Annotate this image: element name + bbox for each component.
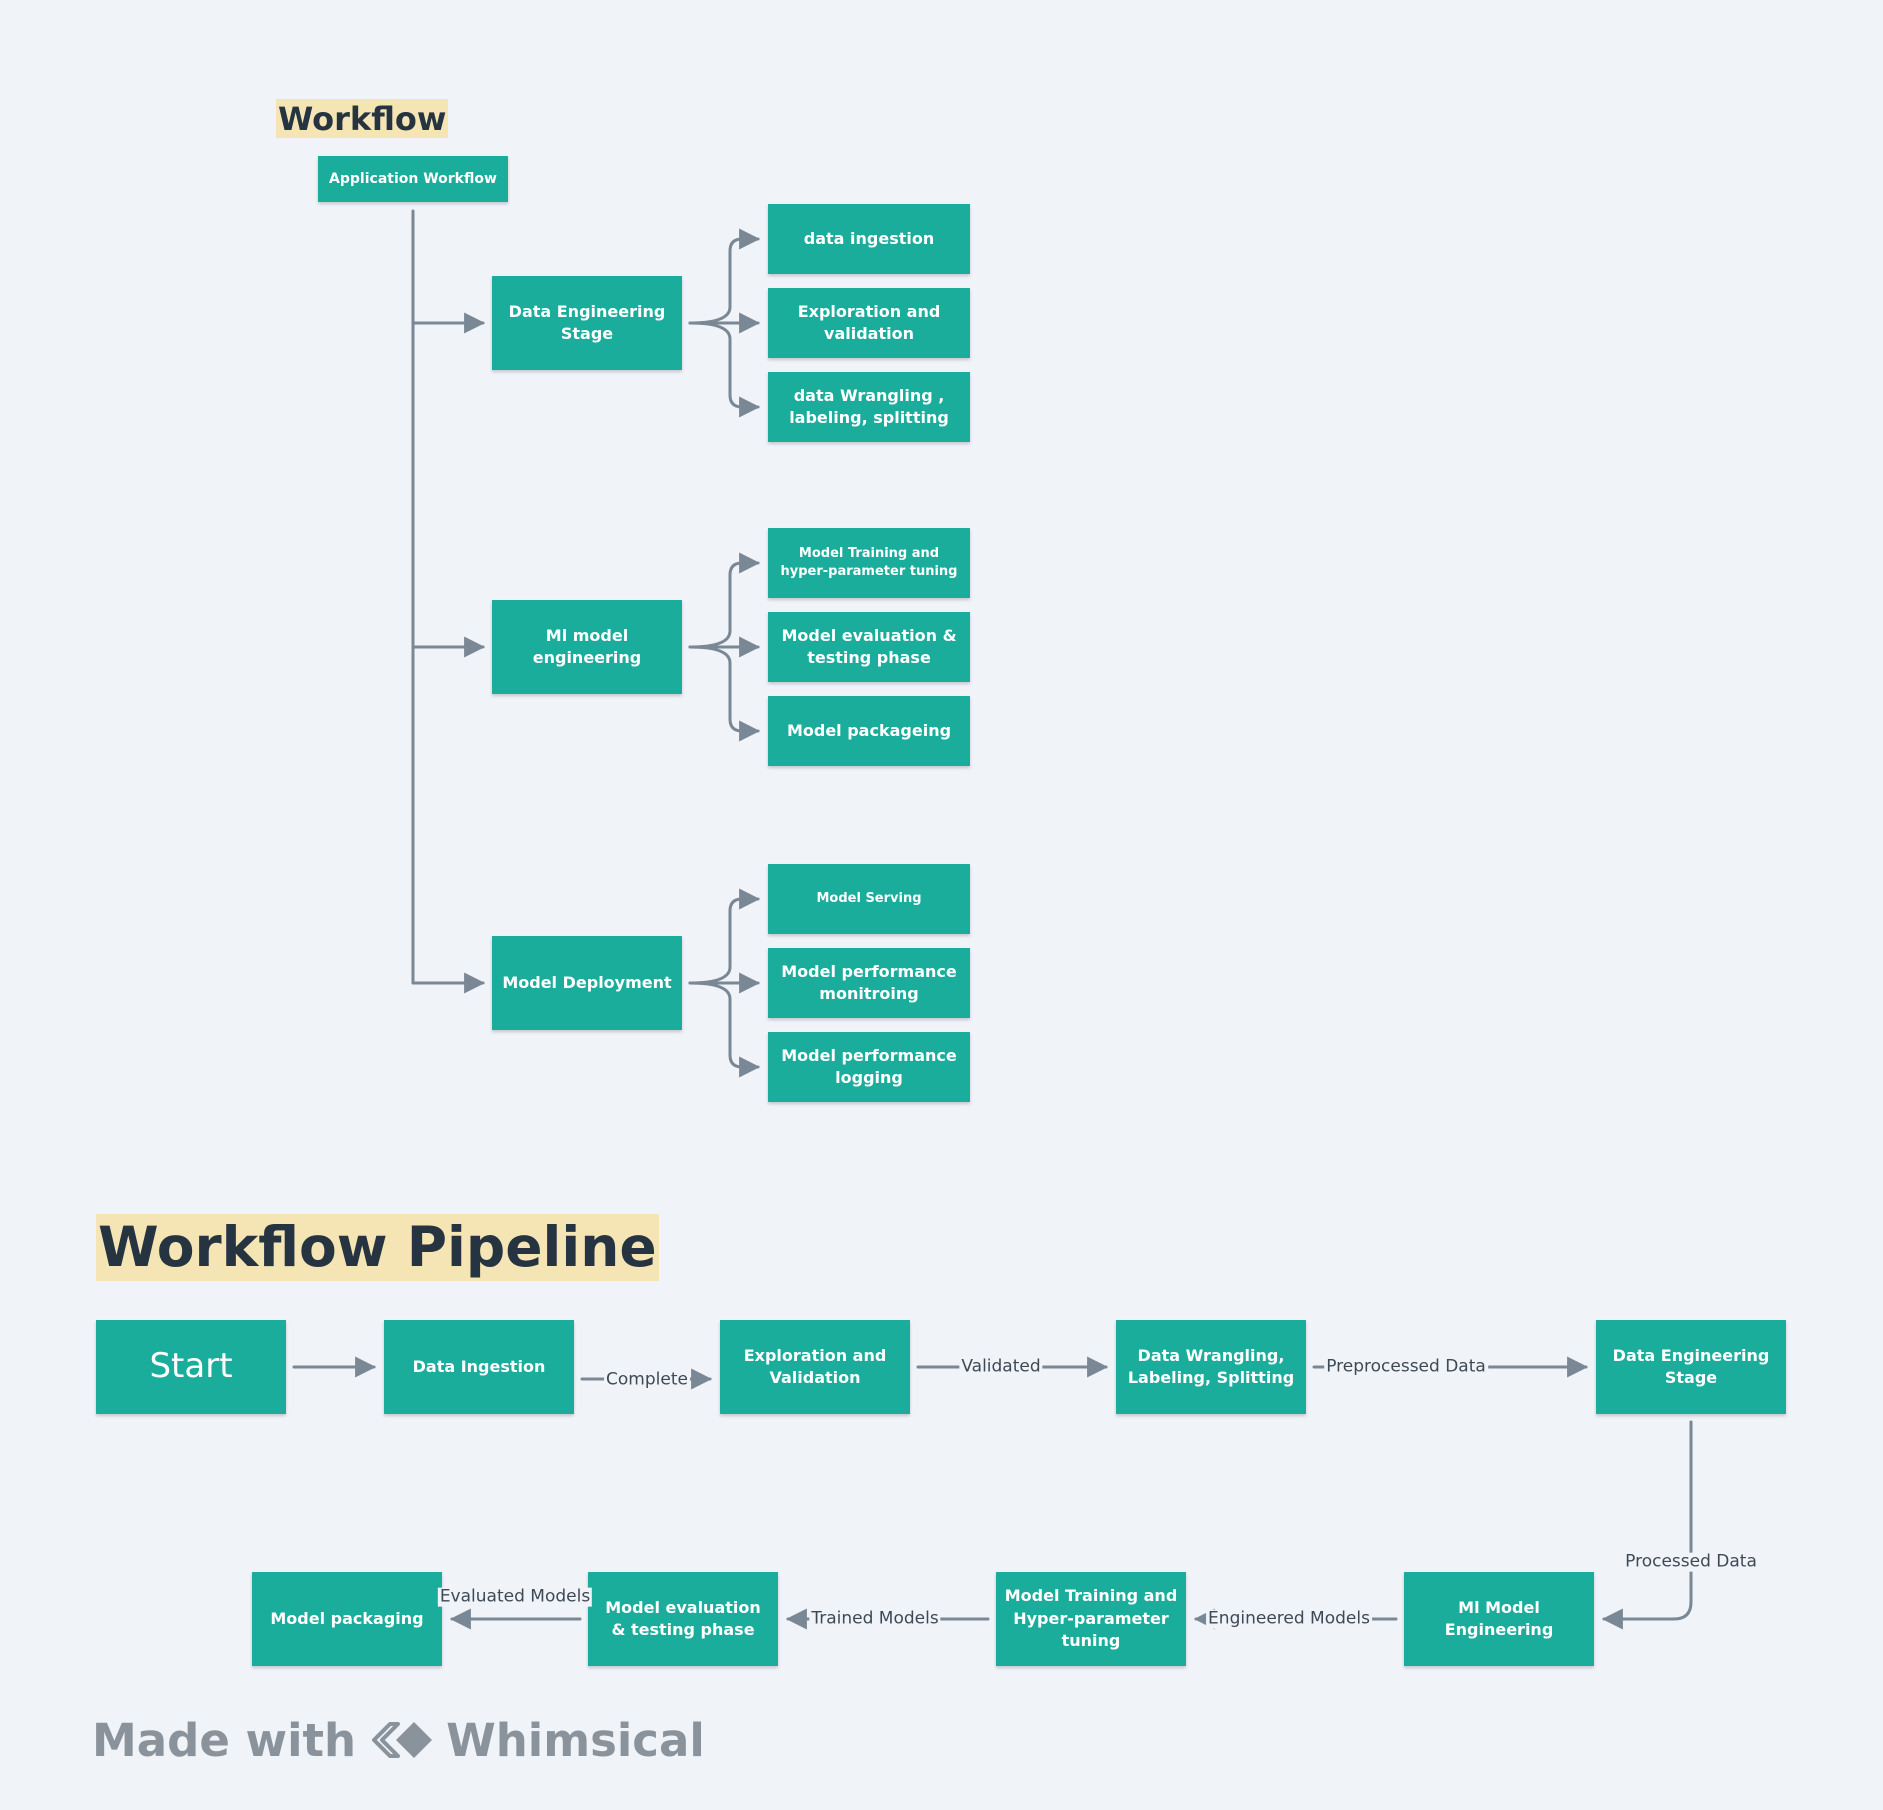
pipeline-node-evaluation[interactable]: Model evaluation & testing phase xyxy=(588,1572,778,1666)
fan-arrow-model-deployment-top xyxy=(688,888,761,985)
pipeline-edge-data-engineering-ml-engineering xyxy=(1601,1420,1693,1630)
step-node-model-training[interactable]: Model Training and hyper-parameter tunin… xyxy=(768,528,970,598)
step-node-data-ingestion[interactable]: data ingestion xyxy=(768,204,970,274)
watermark-prefix: Made with xyxy=(92,1713,357,1767)
edge-label-trained-models: Trained Models xyxy=(809,1608,941,1629)
edge-label-preprocessed-data: Preprocessed Data xyxy=(1324,1356,1488,1377)
step-node-model-packaging[interactable]: Model packageing xyxy=(768,696,970,766)
edge-label-evaluated-models: Evaluated Models xyxy=(437,1586,593,1607)
pipeline-node-training[interactable]: Model Training and Hyper-parameter tunin… xyxy=(996,1572,1186,1666)
step-node-data-wrangling[interactable]: data Wrangling , labeling, splitting xyxy=(768,372,970,442)
pipeline-node-start[interactable]: Start xyxy=(96,1320,286,1414)
edge-label-engineered-models: Engineered Models xyxy=(1206,1608,1372,1629)
pipeline-node-packaging[interactable]: Model packaging xyxy=(252,1572,442,1666)
whimsical-logo-icon xyxy=(372,1722,433,1758)
stage-node-model-deployment[interactable]: Model Deployment xyxy=(492,936,682,1030)
pipeline-node-ingestion[interactable]: Data Ingestion xyxy=(384,1320,574,1414)
step-node-performance-monitoring[interactable]: Model performance monitroing xyxy=(768,948,970,1018)
pipeline-node-exploration[interactable]: Exploration and Validation xyxy=(720,1320,910,1414)
pipeline-title: Workflow Pipeline xyxy=(96,1214,659,1281)
pipeline-node-ml-engineering[interactable]: Ml Model Engineering xyxy=(1404,1572,1594,1666)
pipeline-node-wrangling[interactable]: Data Wrangling, Labeling, Splitting xyxy=(1116,1320,1306,1414)
pipeline-node-data-engineering[interactable]: Data Engineering Stage xyxy=(1596,1320,1786,1414)
fan-arrow-data-engineering-bottom xyxy=(688,321,761,418)
stage-node-ml-engineering[interactable]: Ml model engineering xyxy=(492,600,682,694)
watermark-brand: Whimsical xyxy=(446,1713,705,1767)
watermark[interactable]: Made with Whimsical xyxy=(92,1710,705,1770)
step-node-model-evaluation[interactable]: Model evaluation & testing phase xyxy=(768,612,970,682)
edge-label-validated: Validated xyxy=(959,1356,1043,1377)
fan-arrow-model-deployment-bottom xyxy=(688,981,761,1078)
stage-node-data-engineering[interactable]: Data Engineering Stage xyxy=(492,276,682,370)
step-node-model-serving[interactable]: Model Serving xyxy=(768,864,970,934)
workflow-title: Workflow xyxy=(276,99,449,138)
edge-label-processed-data: Processed Data xyxy=(1623,1551,1759,1572)
step-node-performance-logging[interactable]: Model performance logging xyxy=(768,1032,970,1102)
step-node-exploration-validation[interactable]: Exploration and validation xyxy=(768,288,970,358)
fan-arrow-data-engineering-top xyxy=(688,228,761,325)
edge-label-complete: Complete xyxy=(604,1369,690,1390)
fan-arrow-ml-engineering-bottom xyxy=(688,645,761,742)
fan-arrow-ml-engineering-top xyxy=(688,552,761,649)
root-node[interactable]: Application Workflow xyxy=(318,156,508,202)
